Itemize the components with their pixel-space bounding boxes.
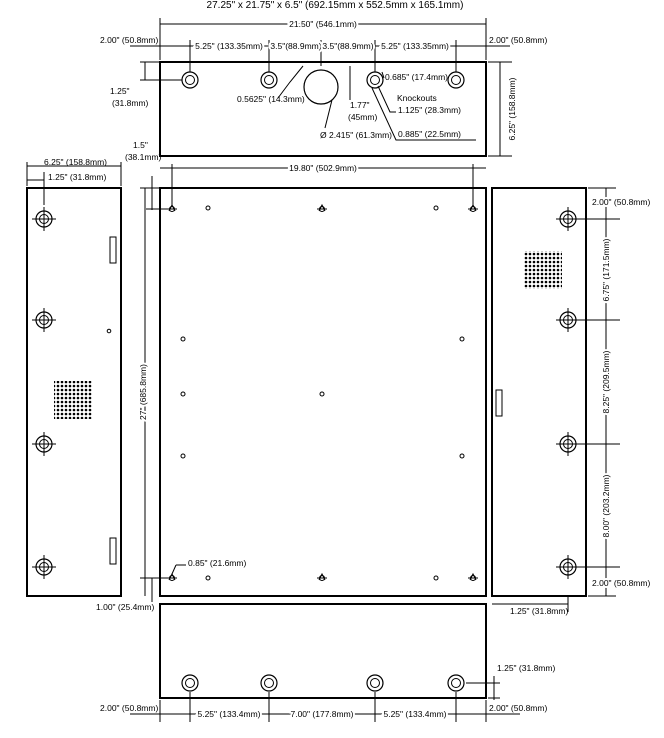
left-vent-grille bbox=[54, 381, 92, 419]
top-spacing-3: 3.5"(88.9mm) bbox=[322, 41, 373, 51]
right-top-offset: 2.00" (50.8mm) bbox=[592, 197, 650, 207]
bottom-panel-outline bbox=[159, 603, 487, 699]
top-center-height-mm: (45mm) bbox=[348, 112, 377, 122]
bottom-view: 1.25" (31.8mm) 2.00" (50.8mm) 2.00" (50.… bbox=[100, 603, 555, 722]
top-knockout-4 bbox=[447, 71, 465, 89]
front-bottom-offset: 1.00" (25.4mm) bbox=[96, 602, 154, 612]
left-hole-offset: 1.25" (31.8mm) bbox=[48, 172, 106, 182]
front-view: 19.80" (502.9mm) 1.5" (38.1mm) 27" (685.… bbox=[96, 140, 487, 612]
right-spacing-1: 6.75" (171.5mm) bbox=[601, 238, 611, 301]
knockouts-label: Knockouts bbox=[397, 93, 437, 103]
top-overall-width: 21.50" (546.1mm) bbox=[289, 19, 357, 29]
ko-0685: 0.685" (17.4mm) bbox=[385, 72, 448, 82]
left-screw-hole bbox=[106, 328, 112, 334]
bottom-knockout-2 bbox=[260, 674, 278, 692]
right-view: 1.25" (31.8mm) 2.00" (50.8mm) 6.75" (171… bbox=[491, 187, 652, 616]
right-bottom-offset: 2.00" (50.8mm) bbox=[592, 578, 650, 588]
keyhole-top-center bbox=[317, 203, 327, 212]
top-knockout-1 bbox=[181, 71, 199, 89]
left-width: 6.25" (158.8mm) bbox=[44, 157, 107, 167]
keyhole-top-left bbox=[167, 203, 177, 212]
ko-1125: 1.125" (28.3mm) bbox=[398, 105, 461, 115]
top-right-edge-offset: 2.00" (50.8mm) bbox=[489, 35, 547, 45]
top-hole-depth-in: 1.25" bbox=[110, 86, 130, 96]
top-left-edge-offset: 2.00" (50.8mm) bbox=[100, 35, 158, 45]
front-screw-holes bbox=[180, 205, 465, 581]
top-height: 6.25" (158.8mm) bbox=[507, 77, 517, 140]
top-center-height-in: 1.77" bbox=[350, 100, 370, 110]
ko-0885: 0.885" (22.5mm) bbox=[398, 129, 461, 139]
front-top-offset-in: 1.5" bbox=[133, 140, 148, 150]
keyhole-bottom-right bbox=[468, 572, 478, 581]
bottom-spacing-1: 5.25" (133.4mm) bbox=[197, 709, 260, 719]
left-view: 6.25" (158.8mm) 1.25" (31.8mm) bbox=[26, 157, 122, 597]
top-spacing-1: 5.25" (133.35mm) bbox=[195, 41, 263, 51]
keyhole-bottom-left bbox=[167, 572, 177, 581]
front-top-offset-mm: (38.1mm) bbox=[125, 152, 162, 162]
front-height: 27" (685.8mm) bbox=[138, 364, 148, 420]
right-vent-grille bbox=[524, 251, 562, 289]
keyhole-bottom-center bbox=[317, 572, 327, 581]
keyhole-top-right bbox=[468, 203, 478, 212]
drawing-title: 27.25" x 21.75" x 6.5" (692.15mm x 552.5… bbox=[207, 0, 464, 11]
bottom-knockout-3 bbox=[366, 674, 384, 692]
top-knockout-2 bbox=[260, 71, 278, 89]
right-spacing-2: 8.25" (209.5mm) bbox=[601, 350, 611, 413]
top-knockout-large bbox=[303, 69, 339, 105]
top-knockout-3 bbox=[366, 71, 384, 89]
bottom-spacing-3: 5.25" (133.4mm) bbox=[383, 709, 446, 719]
front-width: 19.80" (502.9mm) bbox=[289, 163, 357, 173]
right-panel-outline bbox=[491, 187, 587, 597]
bottom-knockout-4 bbox=[447, 674, 465, 692]
bottom-spacing-2: 7.00" (177.8mm) bbox=[290, 709, 353, 719]
top-spacing-2: 3.5"(88.9mm) bbox=[270, 41, 321, 51]
left-slot-top bbox=[109, 236, 117, 264]
bottom-knockout-1 bbox=[181, 674, 199, 692]
right-hole-offset: 1.25" (31.8mm) bbox=[510, 606, 568, 616]
front-hole-label: 0.85" (21.6mm) bbox=[188, 558, 246, 568]
bottom-right-edge-offset: 2.00" (50.8mm) bbox=[489, 703, 547, 713]
right-spacing-3: 8.00" (203.2mm) bbox=[601, 474, 611, 537]
right-slot bbox=[495, 389, 503, 417]
left-slot-bottom bbox=[109, 537, 117, 565]
bottom-left-edge-offset: 2.00" (50.8mm) bbox=[100, 703, 158, 713]
top-small-ko: 0.5625" (14.3mm) bbox=[237, 94, 305, 104]
top-hole-depth-mm: (31.8mm) bbox=[112, 98, 149, 108]
bottom-hole-height: 1.25" (31.8mm) bbox=[497, 663, 555, 673]
top-spacing-4: 5.25" (133.35mm) bbox=[381, 41, 449, 51]
top-view: 21.50" (546.1mm) 2.00" (50.8mm) 2.00" (5… bbox=[100, 17, 547, 157]
top-large-ko: Ø 2.415" (61.3mm) bbox=[320, 130, 392, 140]
